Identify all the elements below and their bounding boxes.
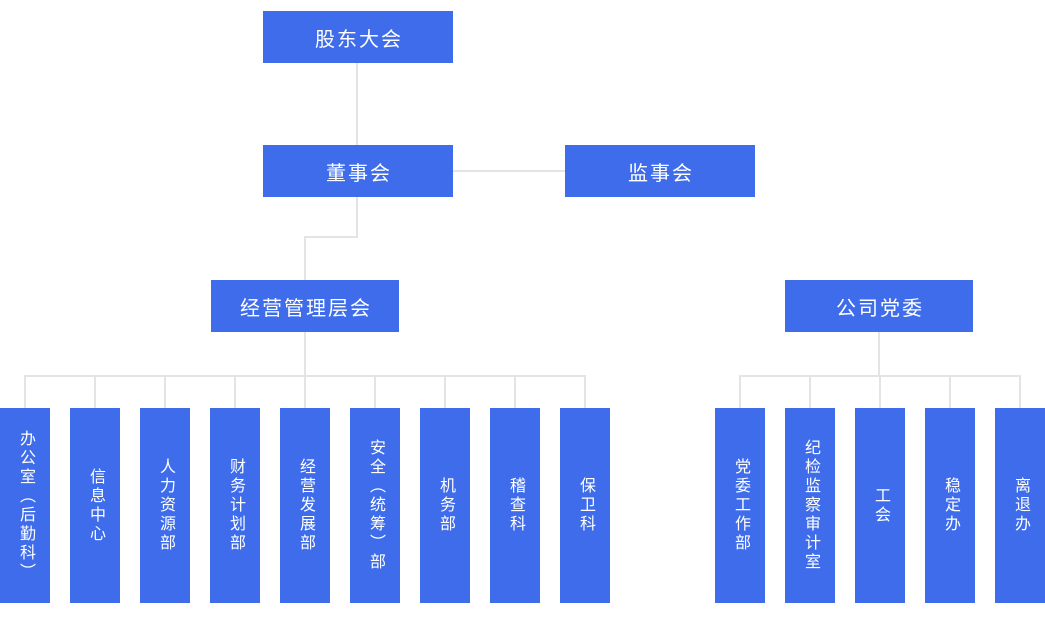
dept-label: 信息中心 <box>87 467 104 544</box>
dept-security-guard: 保卫科 <box>560 408 610 603</box>
dept-label: 安全（统筹）部 <box>367 439 384 572</box>
node-label: 董事会 <box>326 162 392 185</box>
connector-line <box>234 375 236 408</box>
node-management-committee: 经营管理层会 <box>211 280 399 332</box>
dept-inspection: 稽查科 <box>490 408 540 603</box>
connector-line <box>304 236 306 280</box>
dept-retirement-office: 离退办 <box>995 408 1045 603</box>
dept-label: 办公室（后勤科） <box>17 429 34 582</box>
connector-line <box>356 197 358 238</box>
dept-label: 保卫科 <box>577 477 594 534</box>
dept-label: 人力资源部 <box>157 458 174 553</box>
dept-safety-coordination: 安全（统筹）部 <box>350 408 400 603</box>
connector-line <box>739 375 741 408</box>
connector-line <box>444 375 446 408</box>
dept-discipline-audit: 纪检监察审计室 <box>785 408 835 603</box>
dept-stability-office: 稳定办 <box>925 408 975 603</box>
dept-label: 纪检监察审计室 <box>802 439 819 572</box>
connector-line <box>356 63 358 145</box>
connector-line <box>453 170 565 172</box>
connector-line <box>584 375 586 408</box>
dept-maintenance: 机务部 <box>420 408 470 603</box>
dept-party-work: 党委工作部 <box>715 408 765 603</box>
connector-line <box>304 236 358 238</box>
dept-label: 工会 <box>872 486 889 525</box>
dept-office-logistics: 办公室（后勤科） <box>0 408 50 603</box>
dept-label: 机务部 <box>437 477 454 534</box>
dept-label: 稽查科 <box>507 477 524 534</box>
connector-line <box>94 375 96 408</box>
dept-information-center: 信息中心 <box>70 408 120 603</box>
connector-line <box>878 332 880 377</box>
dept-label: 经营发展部 <box>297 458 314 553</box>
connector-line <box>304 332 306 377</box>
dept-labor-union: 工会 <box>855 408 905 603</box>
node-label: 公司党委 <box>836 297 924 320</box>
dept-label: 党委工作部 <box>732 458 749 553</box>
connector-line <box>514 375 516 408</box>
connector-line <box>949 375 951 408</box>
node-supervisory-board: 监事会 <box>565 145 755 197</box>
node-party-committee: 公司党委 <box>785 280 973 332</box>
connector-line <box>374 375 376 408</box>
dept-label: 稳定办 <box>942 477 959 534</box>
connector-line <box>24 375 26 408</box>
dept-human-resources: 人力资源部 <box>140 408 190 603</box>
dept-label: 财务计划部 <box>227 458 244 553</box>
node-label: 经营管理层会 <box>240 297 372 320</box>
dept-finance-planning: 财务计划部 <box>210 408 260 603</box>
connector-line <box>304 375 306 408</box>
node-label: 股东大会 <box>315 28 403 51</box>
node-shareholders-meeting: 股东大会 <box>263 11 453 63</box>
dept-business-development: 经营发展部 <box>280 408 330 603</box>
node-board-of-directors: 董事会 <box>263 145 453 197</box>
connector-line <box>809 375 811 408</box>
connector-line <box>1019 375 1021 408</box>
connector-line <box>879 375 881 408</box>
node-label: 监事会 <box>628 162 694 185</box>
connector-line <box>164 375 166 408</box>
dept-label: 离退办 <box>1012 477 1029 534</box>
